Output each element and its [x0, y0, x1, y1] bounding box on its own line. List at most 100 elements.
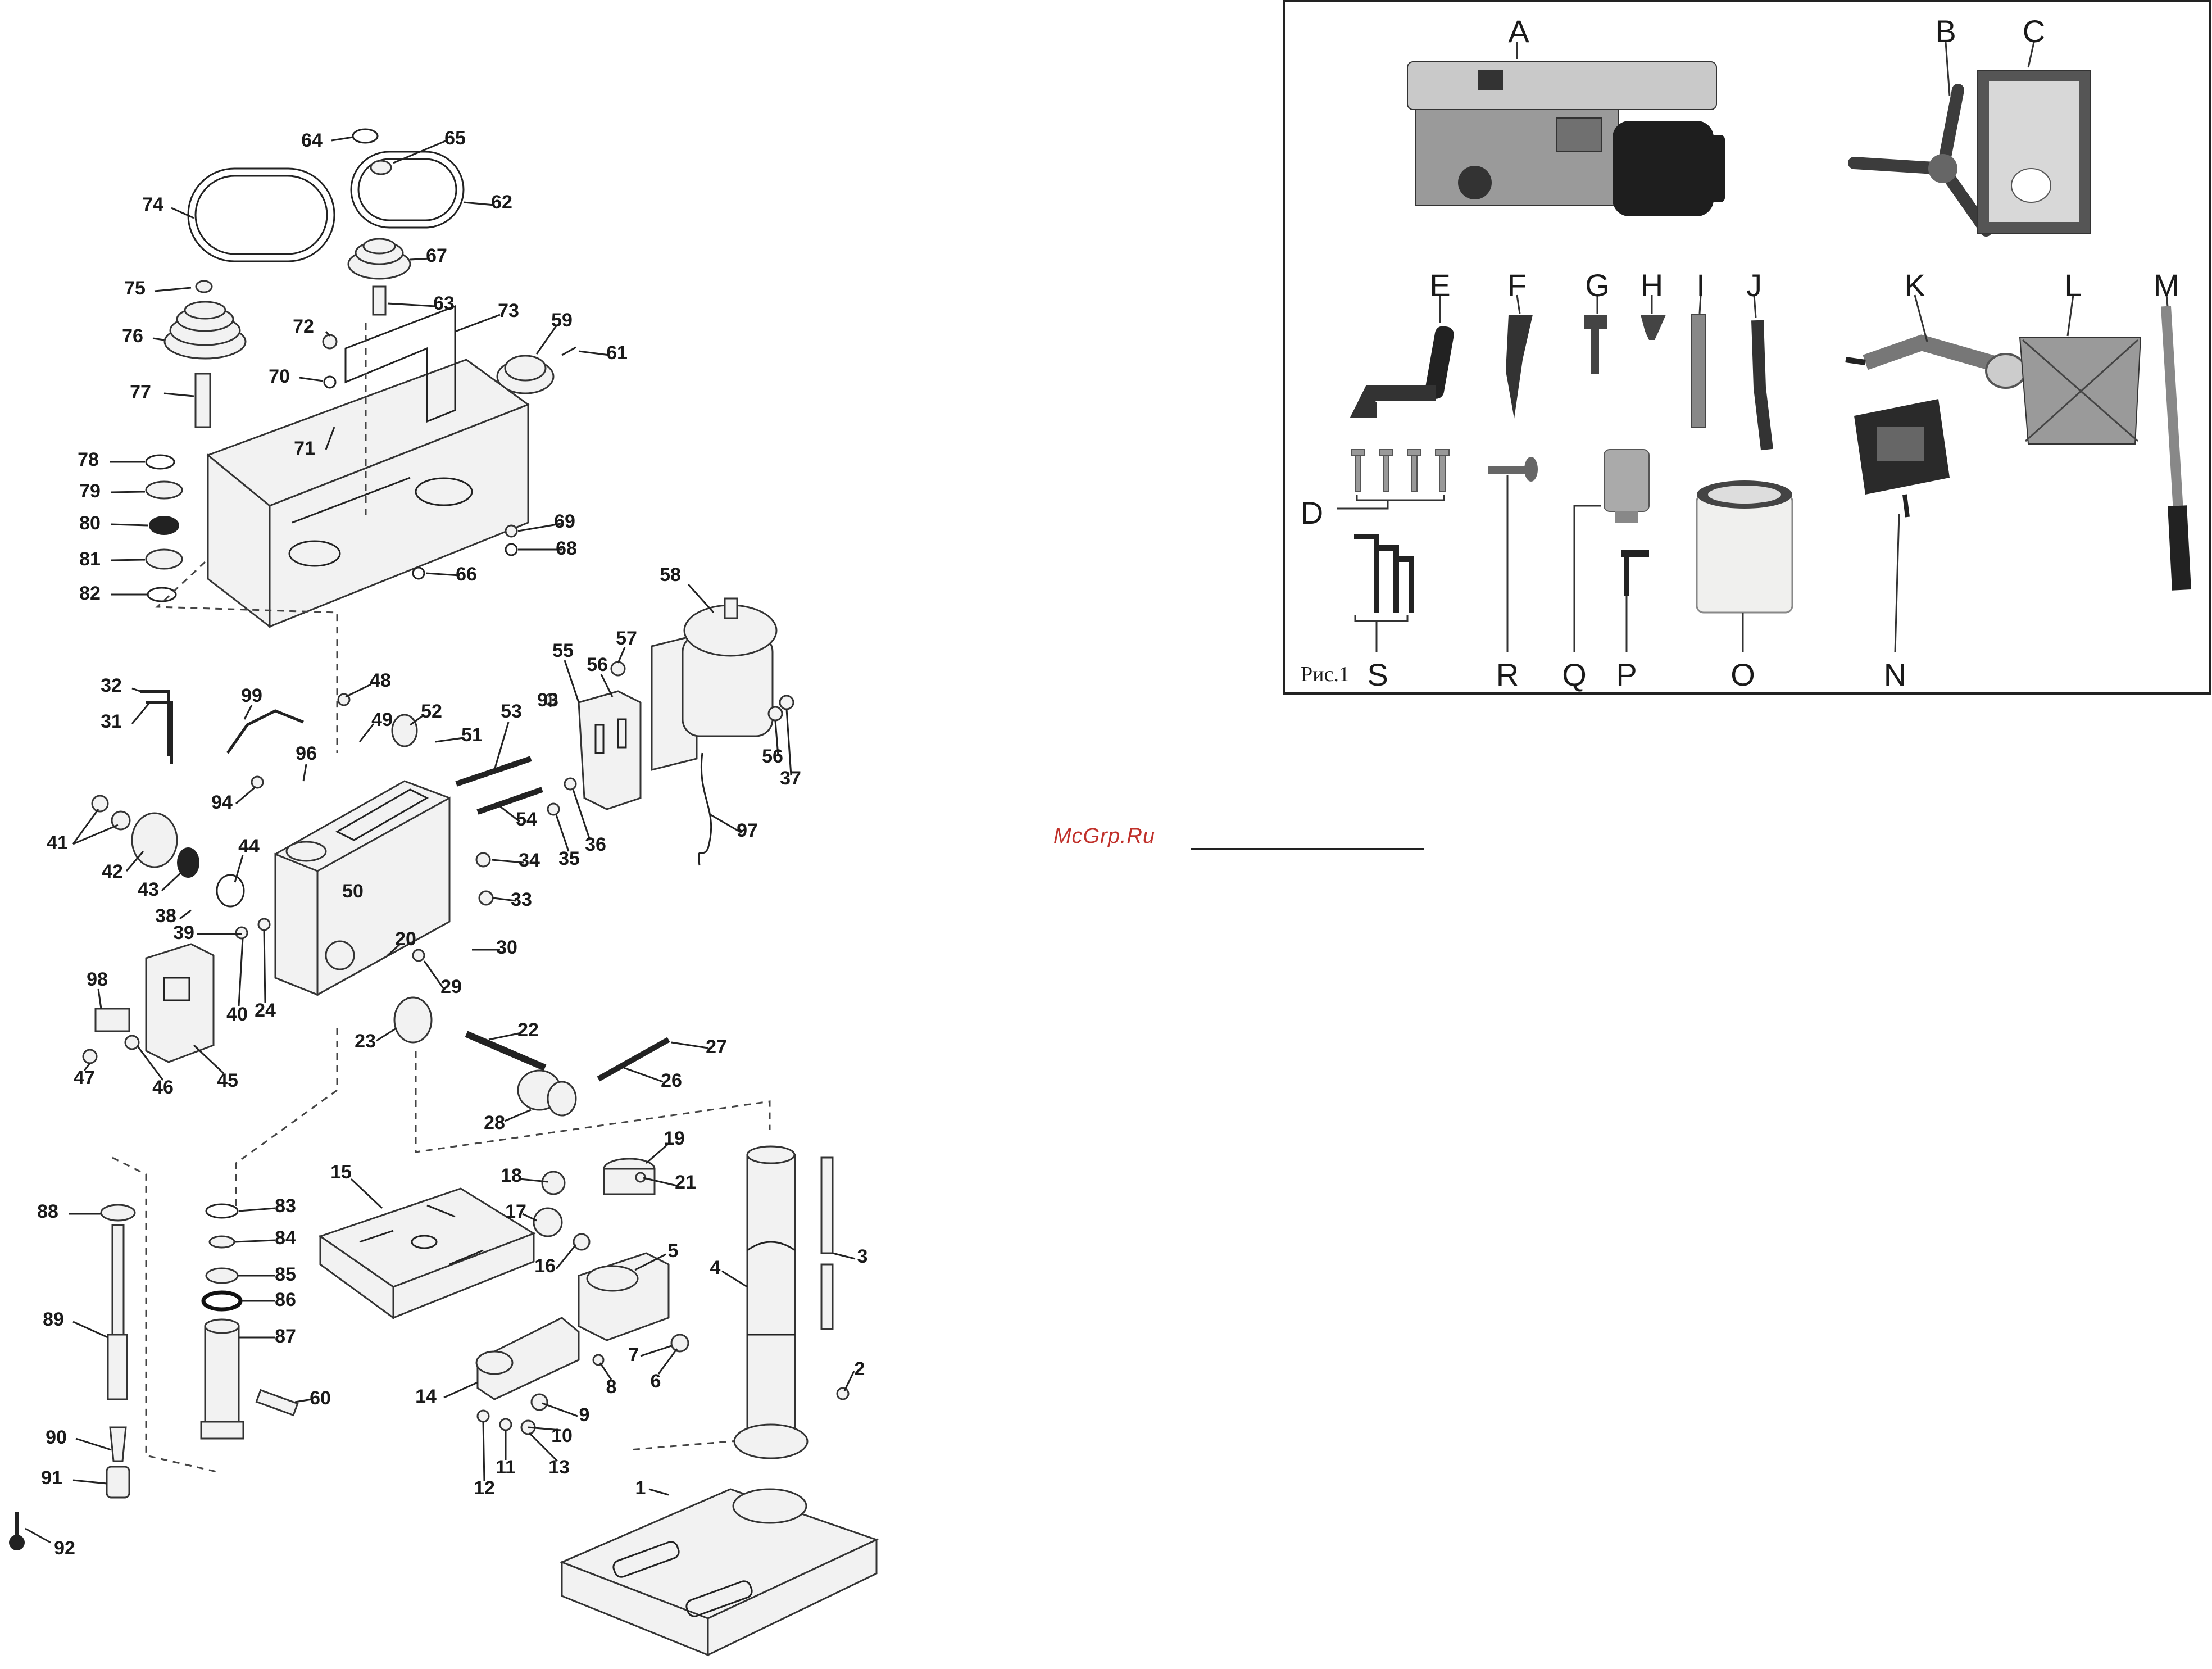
part-letter-d: D — [1301, 495, 1323, 530]
figure-caption: Рис.1 — [1301, 663, 1350, 686]
part-callout-96: 96 — [296, 743, 317, 764]
motor-mount-55 — [578, 690, 642, 810]
work-table-15 — [318, 1187, 536, 1319]
part-letter-e: E — [1429, 267, 1450, 303]
part-callout-56: 56 — [762, 746, 783, 767]
part-d-bolts — [1351, 449, 1450, 492]
part-callout-7: 7 — [629, 1344, 639, 1366]
power-cord-99 — [226, 709, 304, 754]
part-callout-47: 47 — [74, 1067, 95, 1089]
watermark-text: McGrp.Ru — [1053, 824, 1155, 848]
part-callout-30: 30 — [496, 937, 517, 958]
part-callout-59: 59 — [551, 310, 573, 331]
part-callout-37: 37 — [780, 768, 801, 789]
part-callout-77: 77 — [130, 382, 151, 403]
part-callout-65: 65 — [444, 128, 466, 149]
quill-assembly — [200, 1203, 299, 1440]
part-s-bracket-line — [1354, 615, 1409, 652]
part-letter-o: O — [1730, 657, 1755, 692]
part-callout-35: 35 — [558, 848, 580, 869]
feed-spring-assembly — [91, 795, 245, 908]
part-letter-n: N — [1884, 657, 1906, 692]
part-callout-42: 42 — [102, 861, 123, 882]
assembly-line-d — [112, 1156, 220, 1473]
drive-belt-74 — [187, 167, 335, 262]
part-letter-g: G — [1585, 267, 1610, 303]
idler-pulley-67 — [347, 238, 411, 316]
exploded-parts-diagram: 6465746267756373725976617077717879806968… — [9, 128, 879, 1657]
part-callout-31: 31 — [101, 711, 122, 732]
part-o-chuck-guard — [1696, 480, 1793, 652]
part-callout-57: 57 — [616, 628, 637, 649]
part-callout-50: 50 — [342, 881, 364, 902]
part-letter-r: R — [1496, 657, 1519, 692]
part-callout-38: 38 — [155, 905, 176, 927]
part-callout-94: 94 — [211, 792, 233, 813]
part-m-column — [2161, 306, 2191, 591]
switch-bracket-52 — [391, 714, 418, 747]
part-letter-l: L — [2064, 267, 2082, 303]
part-callout-54: 54 — [516, 809, 537, 830]
part-letter-c: C — [2023, 13, 2045, 49]
part-callout-85: 85 — [275, 1264, 296, 1285]
part-callout-52: 52 — [421, 701, 442, 722]
part-callout-79: 79 — [79, 480, 101, 502]
part-callout-66: 66 — [456, 564, 477, 585]
part-callout-34: 34 — [519, 850, 540, 871]
rod-54 — [476, 787, 543, 815]
head-casting-50 — [274, 780, 451, 996]
part-callout-40: 40 — [226, 1004, 248, 1025]
part-callout-16: 16 — [534, 1255, 556, 1277]
part-callout-82: 82 — [79, 583, 101, 604]
part-callout-83: 83 — [275, 1195, 296, 1217]
part-callout-72: 72 — [293, 316, 314, 337]
part-callout-27: 27 — [706, 1036, 727, 1058]
part-letter-m: M — [2154, 267, 2180, 303]
part-callout-97: 97 — [737, 820, 758, 841]
small-hardware — [82, 334, 850, 1435]
base-1 — [560, 1488, 879, 1657]
part-callout-68: 68 — [556, 538, 577, 559]
motor-58 — [651, 597, 778, 866]
part-callout-48: 48 — [370, 670, 391, 691]
part-callout-21: 21 — [675, 1172, 696, 1193]
part-callout-64: 64 — [301, 130, 323, 151]
part-l-work-table — [2019, 337, 2142, 445]
part-callout-26: 26 — [661, 1070, 682, 1091]
part-callout-49: 49 — [371, 709, 393, 731]
part-callout-92: 92 — [54, 1538, 75, 1559]
part-callout-61: 61 — [606, 342, 628, 364]
part-callout-24: 24 — [255, 1000, 276, 1021]
part-r-screw — [1488, 457, 1538, 652]
part-callout-12: 12 — [474, 1477, 495, 1499]
part-a-drill-head — [1407, 61, 1725, 216]
switch-box-45 — [94, 943, 215, 1063]
part-letter-f: F — [1507, 267, 1527, 303]
part-letter-b: B — [1935, 13, 1956, 49]
part-callout-70: 70 — [269, 366, 290, 387]
part-callout-15: 15 — [330, 1162, 352, 1183]
part-letter-i: I — [1696, 267, 1705, 303]
part-callout-58: 58 — [660, 564, 681, 586]
rack-3 — [820, 1156, 834, 1330]
part-callout-89: 89 — [43, 1309, 64, 1330]
part-callout-10: 10 — [551, 1425, 573, 1446]
part-callout-41: 41 — [47, 832, 68, 854]
part-n-vise — [1854, 399, 1950, 518]
drive-belt-62 — [350, 151, 465, 229]
part-d-bracket-line — [1337, 495, 1445, 510]
part-callout-69: 69 — [554, 511, 575, 532]
pulley-shaft-77 — [194, 373, 211, 428]
part-callout-6: 6 — [651, 1371, 661, 1392]
part-callout-76: 76 — [122, 325, 143, 347]
watermark: McGrp.Ru — [1053, 824, 1424, 850]
part-callout-18: 18 — [501, 1165, 522, 1186]
part-h-knob — [1641, 315, 1666, 340]
part-callout-74: 74 — [142, 194, 163, 215]
part-callout-84: 84 — [275, 1227, 296, 1249]
part-letter-k: K — [1904, 267, 1925, 303]
part-callout-91: 91 — [41, 1467, 62, 1489]
